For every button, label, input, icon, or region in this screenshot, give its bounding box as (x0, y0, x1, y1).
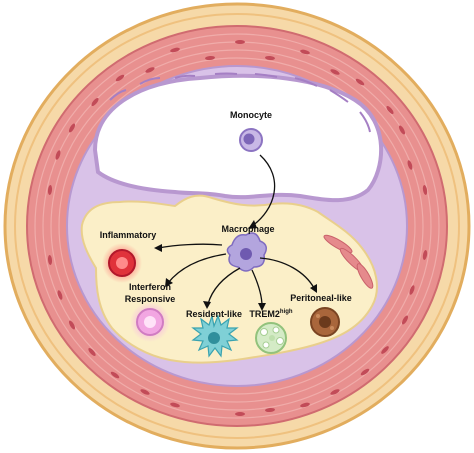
label-peritoneal-like: Peritoneal-like (290, 293, 352, 303)
arrow-monocyte-to-macrophage (251, 154, 276, 227)
monocyte-cell (239, 128, 263, 152)
label-trem2-base: TREM2 (249, 309, 280, 319)
label-trem2-superscript: high (280, 309, 293, 315)
arrow-to-inflammatory (157, 243, 223, 249)
peritoneal-like-macrophage-cell (310, 307, 340, 337)
macrophage-cell (226, 232, 267, 272)
trem2-high-macrophage-cell (255, 322, 287, 354)
label-monocyte: Monocyte (230, 110, 272, 120)
label-resident-like: Resident-like (186, 309, 242, 319)
lumen (92, 73, 384, 203)
smooth-muscle-nuclei (47, 40, 428, 416)
label-macrophage: Macrophage (221, 224, 274, 234)
fibrous-cap-cells (323, 234, 374, 289)
interferon-responsive-macrophage-cell (130, 302, 170, 342)
arrowheads (154, 220, 317, 311)
arrow-to-peritoneal (259, 257, 315, 289)
label-interferon-line1: Interferon (129, 282, 171, 292)
resident-like-macrophage-cell (191, 313, 239, 358)
arrow-to-resident (207, 267, 241, 305)
inflammatory-macrophage-cell (102, 243, 142, 283)
label-inflammatory: Inflammatory (100, 230, 157, 240)
arrow-to-interferon (167, 253, 227, 284)
label-interferon-line2: Responsive (125, 294, 176, 304)
label-trem2-high: TREM2high (249, 309, 293, 319)
